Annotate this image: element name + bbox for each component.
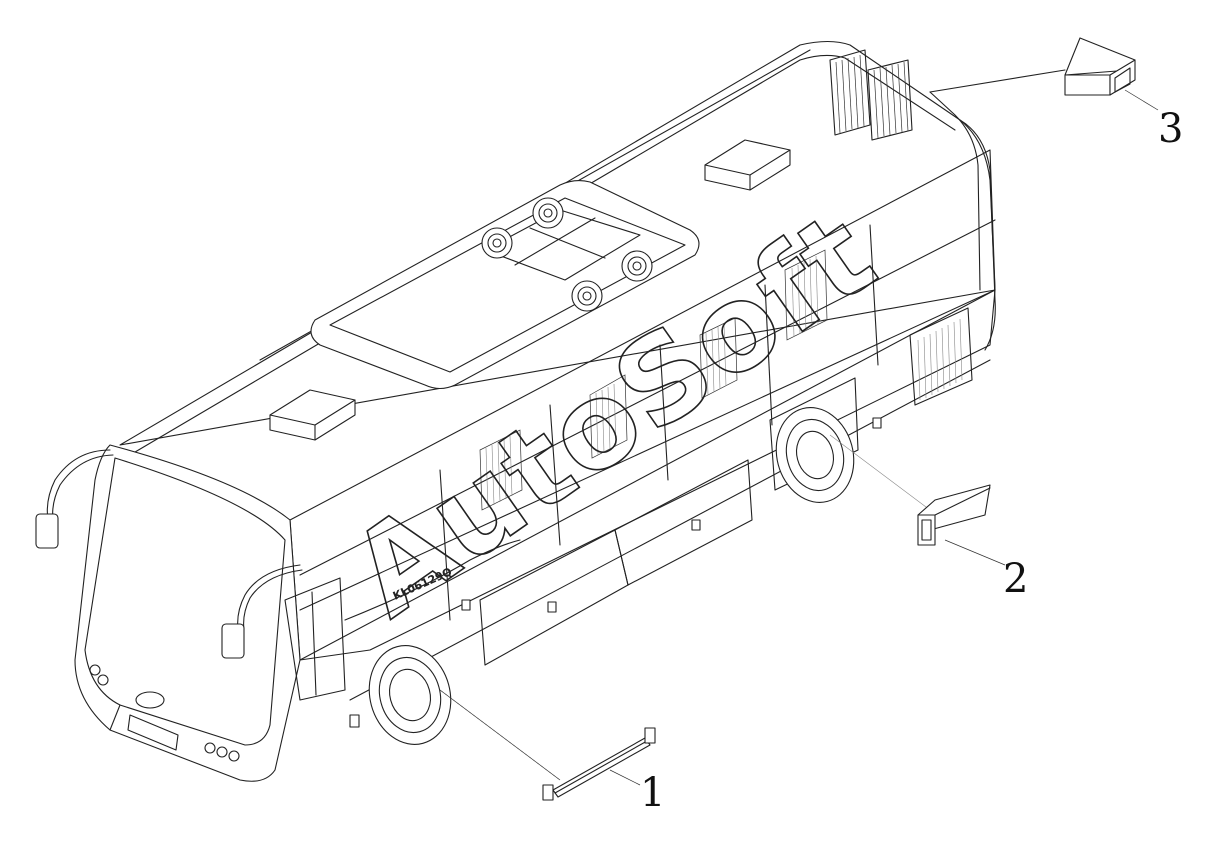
part-1-rail bbox=[439, 689, 656, 801]
callout-label-1: 1 bbox=[640, 770, 665, 816]
part-2-channel bbox=[829, 434, 1006, 566]
callout-label-2: 2 bbox=[1003, 556, 1028, 602]
mirror-left bbox=[35, 449, 114, 549]
roof-hatch-rear bbox=[704, 139, 791, 191]
windscreen bbox=[84, 457, 286, 746]
rear-vent-grille bbox=[829, 49, 913, 141]
callout-label-3: 3 bbox=[1158, 106, 1183, 152]
luggage-doors bbox=[479, 307, 973, 666]
bus-front bbox=[74, 444, 301, 782]
bus-illustration: KL06129Q bbox=[35, 40, 996, 782]
roof-ac-unit bbox=[310, 179, 700, 390]
part-3-channel bbox=[929, 37, 1159, 111]
mirror-right bbox=[221, 564, 303, 659]
roof-hatch-front bbox=[269, 389, 356, 441]
wheel-front bbox=[368, 645, 452, 745]
wheel-rear bbox=[775, 407, 855, 503]
